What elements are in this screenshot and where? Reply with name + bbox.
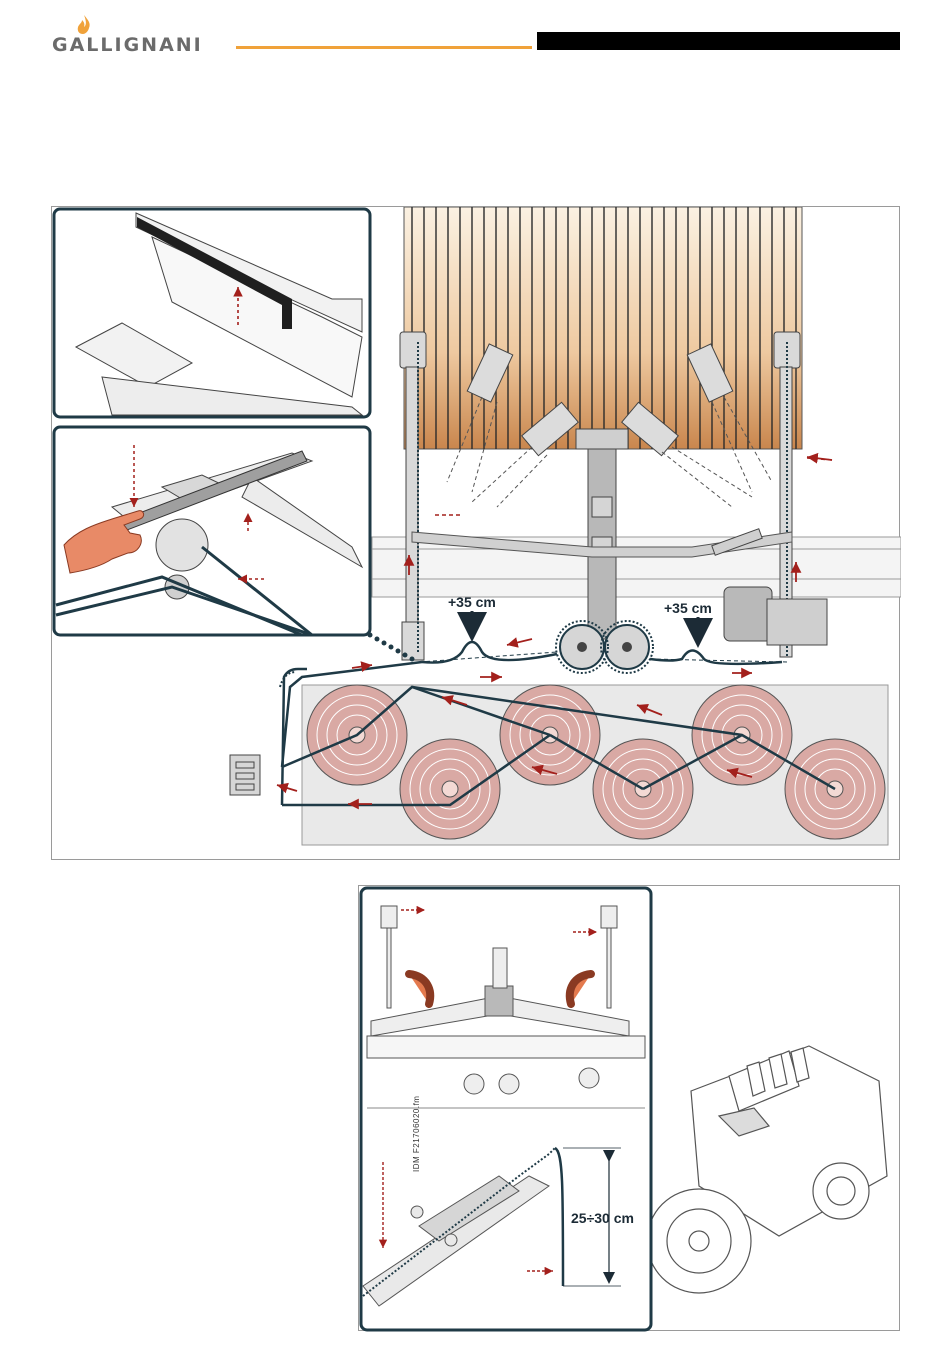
roller-bank (404, 207, 802, 449)
header-accent-rule (236, 46, 532, 49)
main-illustration: +35 cm +35 cm (51, 206, 900, 860)
slack-label-left: +35 cm (448, 594, 496, 610)
inset-top-left (54, 209, 370, 417)
dimension-label: 25÷30 cm (571, 1210, 634, 1226)
slack-label-right: +35 cm (664, 600, 712, 616)
brand-name: GALLIGNANI (52, 34, 203, 56)
tensioner-detail-illustration: 25÷30 cm (358, 885, 900, 1331)
tensioner-detail-diagram (359, 886, 901, 1332)
inset-hand-adjustment (54, 427, 370, 635)
header-black-bar (537, 32, 900, 50)
baler-chain-diagram (52, 207, 901, 861)
brand-logo: GALLIGNANI (52, 14, 242, 60)
flame-icon (74, 14, 94, 36)
document-code: IDM F21706020.fm (412, 1096, 421, 1172)
